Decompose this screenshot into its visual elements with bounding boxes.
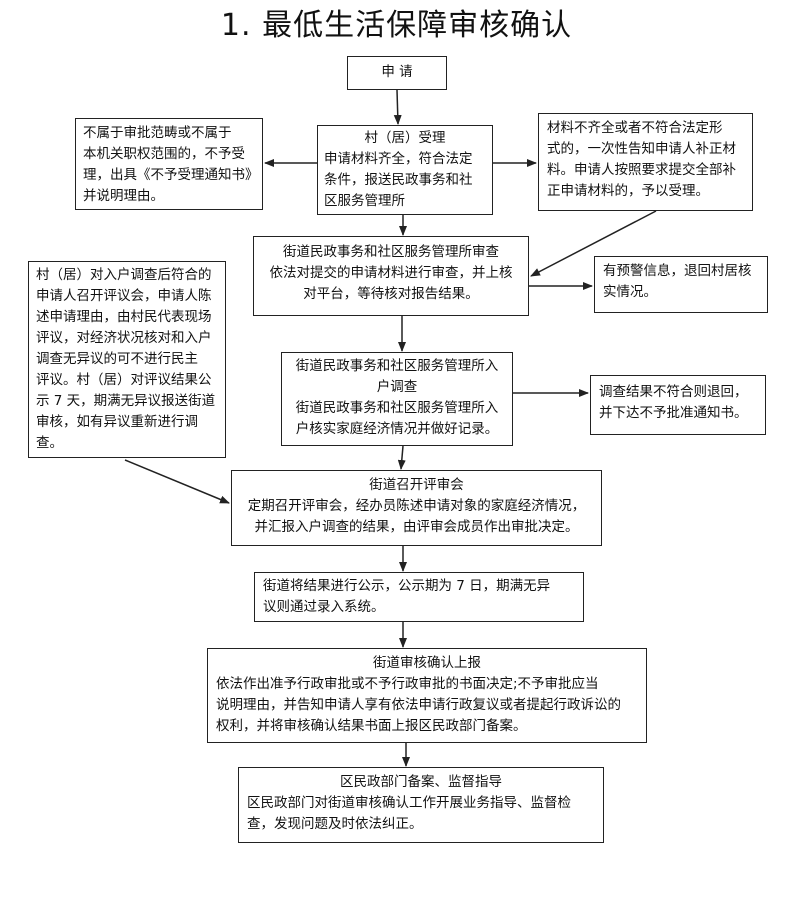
node-village-evaluation: 村（居）对入户调查后符合的 申请人召开评议会，申请人陈 述申请理由，由村民代表现… [28, 261, 226, 458]
node-village-evaluation-line-8: 审核，如有异议重新进行调 [36, 414, 198, 430]
node-materials-incomplete-line-1: 材料不齐全或者不符合法定形 [547, 120, 723, 136]
node-warning-return: 有预警信息，退回村居核 实情况。 [594, 256, 768, 313]
node-home-survey-line-1: 街道民政事务和社区服务管理所入 [295, 358, 499, 374]
node-street-confirm: 街道审核确认上报 依法作出准予行政审批或不予行政审批的书面决定;不予审批应当 说… [207, 648, 647, 743]
node-home-survey: 街道民政事务和社区服务管理所入 户调查 街道民政事务和社区服务管理所入 户核实家… [281, 352, 513, 446]
node-village-evaluation-line-9: 查。 [36, 435, 63, 451]
node-not-accepted-line-4: 并说明理由。 [83, 188, 164, 204]
node-village-evaluation-line-5: 调查无异议的可不进行民主 [36, 351, 198, 367]
node-district-filing: 区民政部门备案、监督指导 区民政部门对街道审核确认工作开展业务指导、监督检 查，… [238, 767, 604, 843]
arrow-home-survey-to-committee [397, 445, 406, 470]
arrow-apply-to-village [393, 89, 402, 125]
node-not-accepted-line-2: 本机关职权范围的，不予受 [83, 146, 245, 162]
node-district-filing-line-2: 区民政部门对街道审核确认工作开展业务指导、监督检 [247, 795, 571, 811]
node-materials-incomplete-line-2: 式的，一次性告知申请人补正材 [547, 141, 736, 157]
node-street-review-line-3: 对平台，等待核对报告结果。 [303, 286, 479, 302]
node-village-acceptance-line-4: 区服务管理所 [324, 193, 405, 209]
node-village-acceptance-line-2: 申请材料齐全，符合法定 [324, 151, 473, 167]
node-materials-incomplete-line-3: 料。申请人按照要求提交全部补 [547, 162, 736, 178]
node-review-committee-line-3: 并汇报入户调查的结果，由评审会成员作出审批决定。 [254, 519, 579, 535]
node-not-accepted: 不属于审批范畴或不属于 本机关职权范围的，不予受 理，出具《不予受理通知书》 并… [75, 118, 263, 210]
node-village-evaluation-line-2: 申请人召开评议会，申请人陈 [36, 288, 212, 304]
arrow-incomplete-to-street-review [530, 210, 657, 277]
node-not-accepted-line-1: 不属于审批范畴或不属于 [83, 125, 232, 141]
node-village-evaluation-line-6: 评议。村（居）对评议结果公 [36, 372, 212, 388]
node-materials-incomplete: 材料不齐全或者不符合法定形 式的，一次性告知申请人补正材 料。申请人按照要求提交… [538, 113, 753, 211]
node-street-confirm-line-2: 依法作出准予行政审批或不予行政审批的书面决定;不予审批应当 [216, 676, 599, 692]
arrow-village-evaluation-to-committee [124, 459, 230, 504]
node-village-evaluation-line-1: 村（居）对入户调查后符合的 [36, 267, 212, 283]
node-review-committee: 街道召开评审会 定期召开评审会，经办员陈述申请对象的家庭经济情况， 并汇报入户调… [231, 470, 602, 546]
node-apply-line-1: 申 请 [381, 64, 413, 80]
node-not-accepted-line-3: 理，出具《不予受理通知书》 [83, 167, 259, 183]
node-street-confirm-line-4: 权利，并将审核确认结果书面上报区民政部门备案。 [216, 718, 527, 734]
node-warning-return-line-2: 实情况。 [603, 284, 657, 300]
node-village-evaluation-line-3: 述申请理由，由村民代表现场 [36, 309, 212, 325]
node-survey-reject-line-2: 并下达不予批准通知书。 [599, 405, 748, 421]
node-home-survey-line-2: 户调查 [376, 379, 418, 395]
node-village-acceptance-heading: 村（居）受理 [364, 130, 446, 146]
node-street-review-line-2: 依法对提交的申请材料进行审查，并上核 [269, 265, 513, 281]
page-title: 1. 最低生活保障审核确认 [220, 8, 573, 43]
node-district-filing-line-3: 查，发现问题及时依法纠正。 [247, 816, 423, 832]
node-survey-reject-line-1: 调查结果不符合则退回， [599, 384, 748, 400]
node-district-filing-heading: 区民政部门备案、监督指导 [340, 774, 502, 790]
node-village-acceptance-line-3: 条件，报送民政事务和社 [324, 172, 473, 188]
node-street-confirm-line-3: 说明理由，并告知申请人享有依法申请行政复议或者提起行政诉讼的 [216, 697, 621, 713]
node-street-review: 街道民政事务和社区服务管理所审查 依法对提交的申请材料进行审查，并上核 对平台，… [253, 236, 529, 316]
node-street-review-heading: 街道民政事务和社区服务管理所审查 [283, 244, 499, 260]
node-survey-reject: 调查结果不符合则退回， 并下达不予批准通知书。 [590, 375, 766, 435]
node-home-survey-line-4: 户核实家庭经济情况并做好记录。 [295, 421, 499, 437]
node-publicity: 街道将结果进行公示，公示期为 7 日，期满无异 议则通过录入系统。 [254, 572, 584, 622]
node-publicity-line-1: 街道将结果进行公示，公示期为 7 日，期满无异 [263, 578, 551, 594]
node-home-survey-line-3: 街道民政事务和社区服务管理所入 [295, 400, 499, 416]
node-warning-return-line-1: 有预警信息，退回村居核 [603, 263, 752, 279]
node-village-evaluation-line-4: 评议，对经济状况核对和入户 [36, 330, 212, 346]
node-review-committee-heading: 街道召开评审会 [369, 477, 464, 493]
node-apply: 申 请 [347, 56, 447, 90]
node-village-evaluation-line-7: 示 7 天，期满无异议报送街道 [36, 393, 216, 409]
node-village-acceptance: 村（居）受理 申请材料齐全，符合法定 条件，报送民政事务和社 区服务管理所 [317, 125, 493, 215]
node-publicity-line-2: 议则通过录入系统。 [263, 599, 385, 615]
node-materials-incomplete-line-4: 正申请材料的，予以受理。 [547, 183, 709, 199]
node-street-confirm-heading: 街道审核确认上报 [373, 655, 481, 671]
node-review-committee-line-2: 定期召开评审会，经办员陈述申请对象的家庭经济情况， [247, 498, 586, 514]
